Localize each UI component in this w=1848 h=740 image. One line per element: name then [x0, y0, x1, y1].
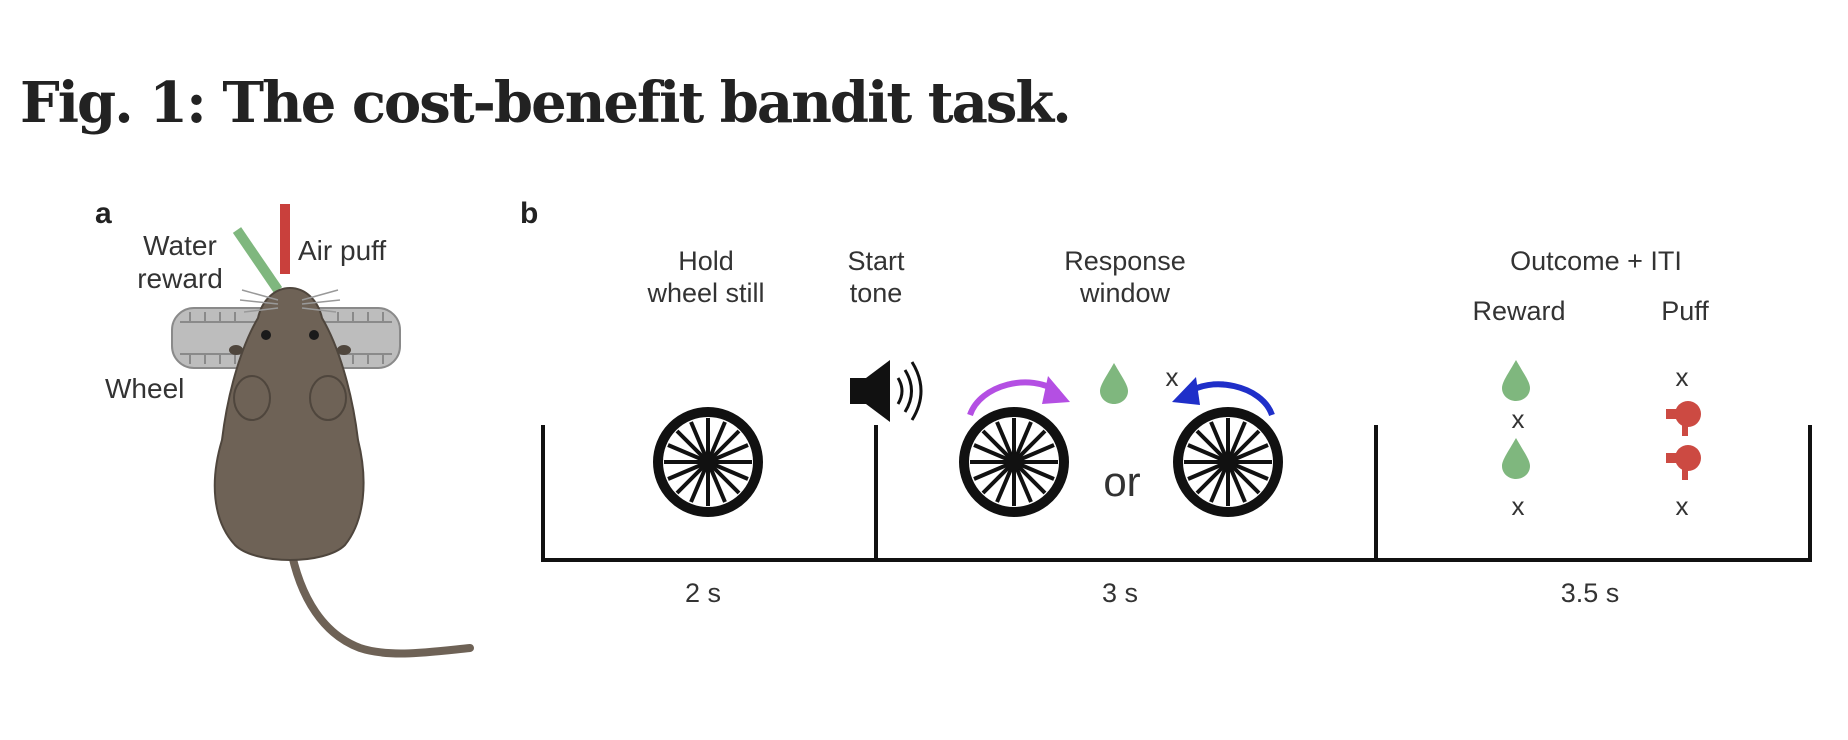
duration-label: 3.5 s [1561, 578, 1620, 608]
timeline [541, 425, 1812, 562]
water-label-line2: reward [137, 263, 223, 294]
water-drop-icon [1502, 360, 1530, 401]
x-mark: x [1512, 491, 1525, 521]
wheel-icon [964, 412, 1064, 512]
panel-b-letter: b [520, 197, 538, 230]
x-mark: x [1512, 404, 1525, 434]
air-puff-label: Air puff [298, 235, 386, 266]
reward-label: Reward [1472, 296, 1565, 326]
hold-label-line2: wheel still [646, 278, 764, 308]
response-label-line1: Response [1064, 246, 1186, 276]
x-mark: x [1676, 491, 1689, 521]
duration-label: 2 s [685, 578, 721, 608]
water-spout [232, 227, 283, 293]
air-puff-tube [280, 204, 290, 274]
air-puff-icon [1666, 445, 1701, 480]
or-label: or [1103, 458, 1140, 505]
x-mark: x [1166, 362, 1179, 392]
wheel-icon [1178, 412, 1278, 512]
air-puff-icon [1666, 401, 1701, 436]
puff-label: Puff [1661, 296, 1709, 326]
wheel-label: Wheel [105, 373, 184, 404]
counterclockwise-arrow-icon [1172, 377, 1275, 417]
water-drop-icon [1100, 363, 1128, 404]
wheel-icon [658, 412, 758, 512]
start-label-line1: Start [847, 246, 905, 276]
water-drop-icon [1502, 438, 1530, 479]
figure-title: Fig. 1: The cost-benefit bandit task. [20, 70, 1072, 136]
water-label-line1: Water [143, 230, 217, 261]
hold-label-line1: Hold [678, 246, 734, 276]
duration-label: 3 s [1102, 578, 1138, 608]
x-mark: x [1676, 362, 1689, 392]
start-label-line2: tone [850, 278, 903, 308]
panel-a-letter: a [95, 197, 112, 230]
response-label-line2: window [1079, 278, 1171, 308]
speaker-icon [850, 360, 923, 422]
mouse-illustration [213, 286, 474, 658]
outcome-label: Outcome + ITI [1510, 246, 1682, 276]
clockwise-arrow-icon [967, 376, 1070, 417]
